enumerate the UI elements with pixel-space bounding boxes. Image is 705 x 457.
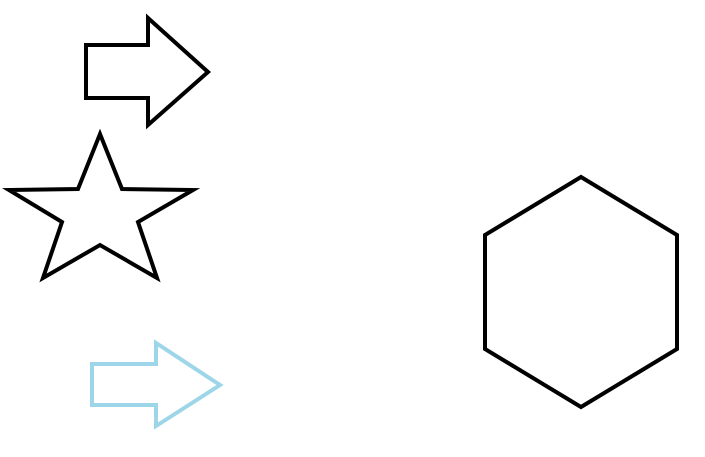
black-hexagon-shape [483,174,679,410]
black-star-shape [1,128,201,283]
light-blue-arrow-shape [90,339,224,430]
black-arrow-shape [84,13,212,130]
